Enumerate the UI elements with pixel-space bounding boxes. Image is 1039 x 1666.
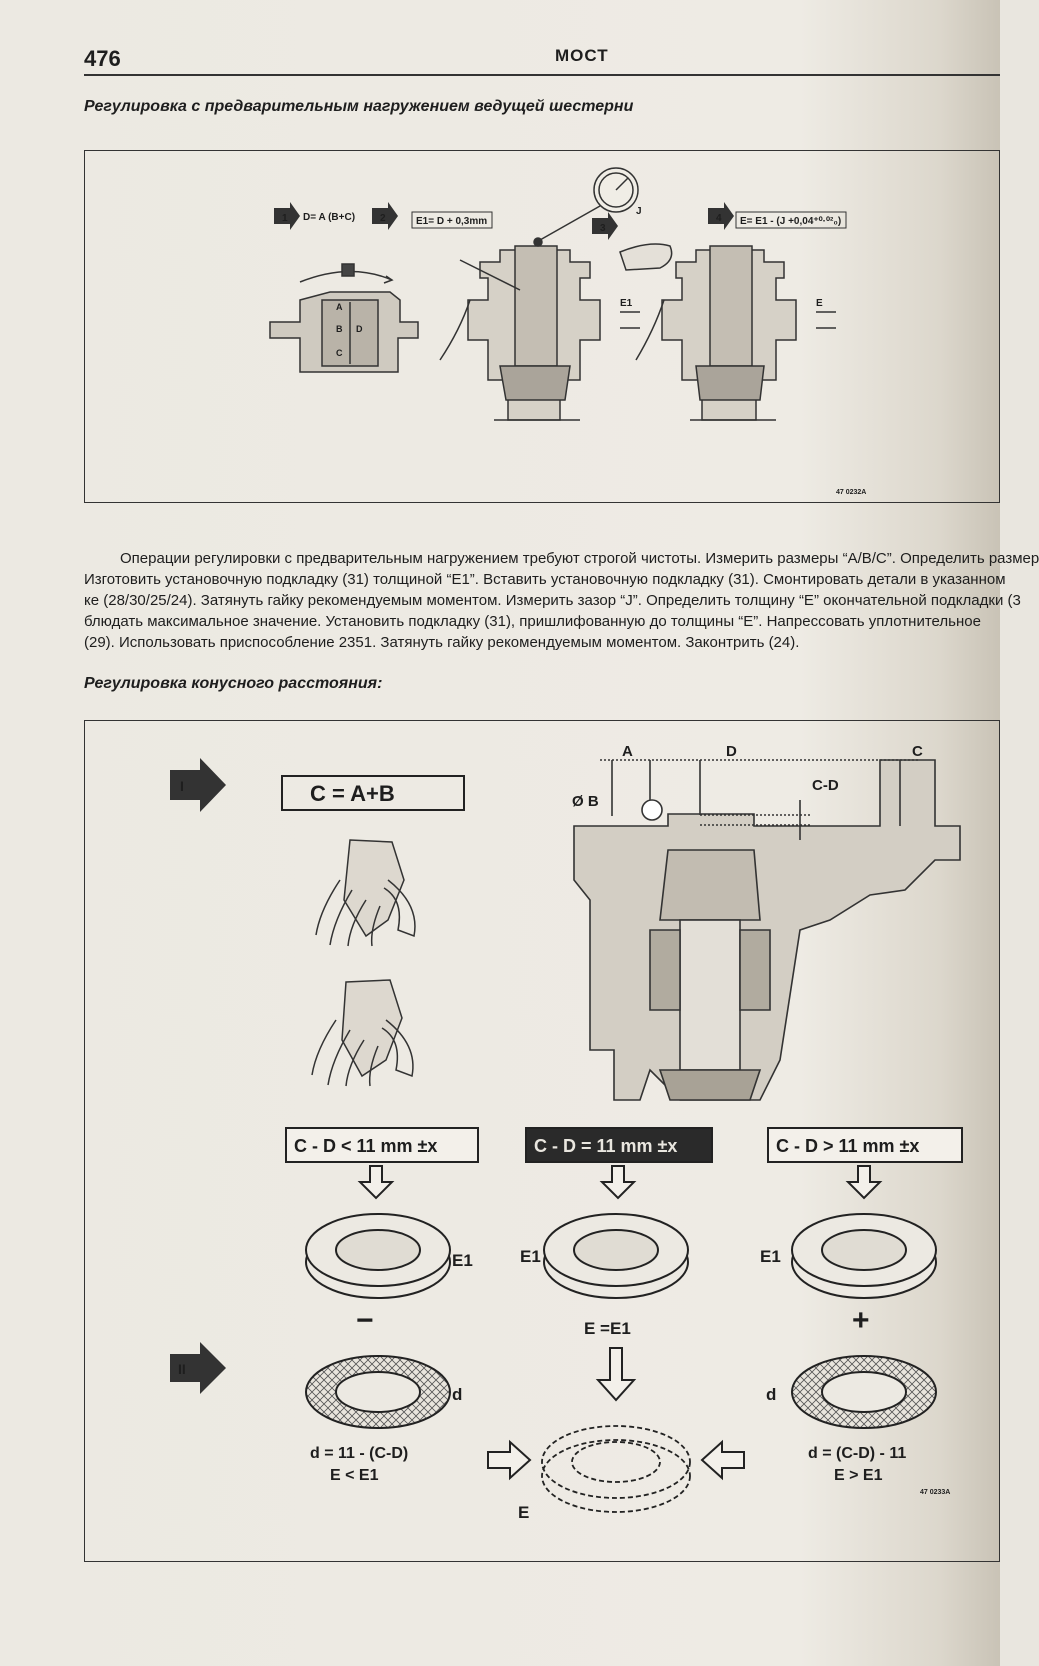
right-formula-e: E > E1 (834, 1467, 883, 1484)
svg-text:3: 3 (600, 223, 606, 234)
plus-sign: + (852, 1304, 870, 1337)
condition-greater: C - D > 11 mm ±x (776, 1136, 919, 1156)
label-e-final: E (518, 1503, 529, 1522)
down-arrow-icon (845, 1165, 883, 1200)
label-e: E (816, 298, 823, 309)
step-badge-3: 3 (592, 212, 618, 240)
label-a: A (336, 302, 343, 312)
svg-text:1: 1 (282, 213, 288, 224)
label-e1: E1 (620, 298, 633, 309)
hand-drawing (619, 243, 673, 271)
step-badge-2: 2 (372, 202, 398, 230)
right-formula-d: d = (C-D) - 11 (808, 1445, 906, 1462)
page-number: 476 (84, 46, 121, 71)
formula-step4: E= E1 - (J +0,04⁺⁰·⁰²₀) (740, 216, 841, 227)
left-formula-e: E < E1 (330, 1467, 379, 1484)
left-formula-d: d = 11 - (C-D) (310, 1445, 408, 1462)
dim-c: C (912, 743, 923, 760)
bearing-assembly-drawing (269, 263, 419, 373)
right-arrow-icon (487, 1439, 532, 1481)
final-shim-washer (541, 1425, 691, 1513)
housing-cross-section (573, 759, 961, 1101)
label-b: B (336, 324, 343, 334)
running-head: МОСТ (555, 46, 609, 65)
label-d-right: d (766, 1385, 776, 1404)
figure-preload: 1 D= A (B+C) 2 E1= D + 0,3mm 3 J 4 E= E1… (269, 167, 866, 496)
instructions-paragraph: Операции регулировки с предварительным н… (84, 548, 1039, 653)
dial-gauge-drawing (533, 167, 639, 247)
shim-washers-row (305, 1213, 937, 1299)
gear-sketch-lower (311, 979, 414, 1087)
minus-sign: − (356, 1304, 374, 1337)
step-badge-I: I (170, 758, 226, 812)
label-e1-right: E1 (760, 1247, 781, 1266)
housing-drawing-step2 (439, 245, 601, 421)
housing-drawing-step4 (635, 245, 797, 421)
label-e-equals-e1: E =E1 (584, 1319, 631, 1338)
paragraph-line: Операции регулировки с предварительным н… (120, 550, 1039, 567)
svg-text:I: I (180, 778, 184, 794)
paragraph-line: (29). Использовать приспособление 2351. … (84, 634, 800, 651)
dim-b: Ø B (572, 793, 599, 810)
formula-step2: E1= D + 0,3mm (416, 216, 487, 227)
paragraph-line: ке (28/30/25/24). Затянуть гайку рекомен… (84, 592, 1021, 609)
paragraph-line: Изготовить установочную подкладку (31) т… (84, 571, 1006, 588)
condition-equal: C - D = 11 mm ±x (534, 1136, 677, 1156)
paragraph-line: блюдать максимальное значение. Установит… (84, 613, 981, 630)
gear-sketch-upper (315, 839, 416, 947)
label-j: J (636, 206, 642, 217)
formula-c-equals: C = A+B (310, 781, 395, 806)
step-badge-1: 1 (274, 202, 300, 230)
dim-d: D (726, 743, 737, 760)
condition-less: C - D < 11 mm ±x (294, 1136, 437, 1156)
svg-text:2: 2 (380, 213, 386, 224)
dim-a: A (622, 743, 633, 760)
label-e1-left: E1 (452, 1251, 473, 1270)
figure-preload-box (84, 150, 1000, 503)
label-d-left: d (452, 1385, 462, 1404)
left-arrow-icon (700, 1439, 745, 1481)
section2-title: Регулировка конусного расстояния: (84, 675, 383, 692)
label-d: D (356, 324, 363, 334)
header-rule (84, 74, 1000, 76)
figure-code-1: 47 0232A (836, 489, 866, 496)
hatched-washers (305, 1355, 937, 1429)
svg-text:4: 4 (716, 213, 722, 224)
down-arrow-icon (357, 1165, 395, 1200)
label-e1-middle: E1 (520, 1247, 541, 1266)
down-arrow-icon (595, 1347, 637, 1402)
section1-title: Регулировка с предварительным нагружение… (84, 98, 634, 115)
dim-c-minus-d: C-D (812, 777, 839, 794)
figure-cone-distance-box (84, 720, 1000, 1562)
figure-code-2: 47 0233A (920, 1489, 950, 1496)
down-arrow-icon (599, 1165, 637, 1200)
step-badge-4: 4 (708, 202, 734, 230)
svg-text:II: II (178, 1361, 186, 1377)
step-badge-II: II (170, 1342, 226, 1394)
figure-cone-distance: I C = A+B (170, 743, 963, 1522)
formula-step1: D= A (B+C) (303, 212, 355, 223)
label-c: C (336, 348, 343, 358)
